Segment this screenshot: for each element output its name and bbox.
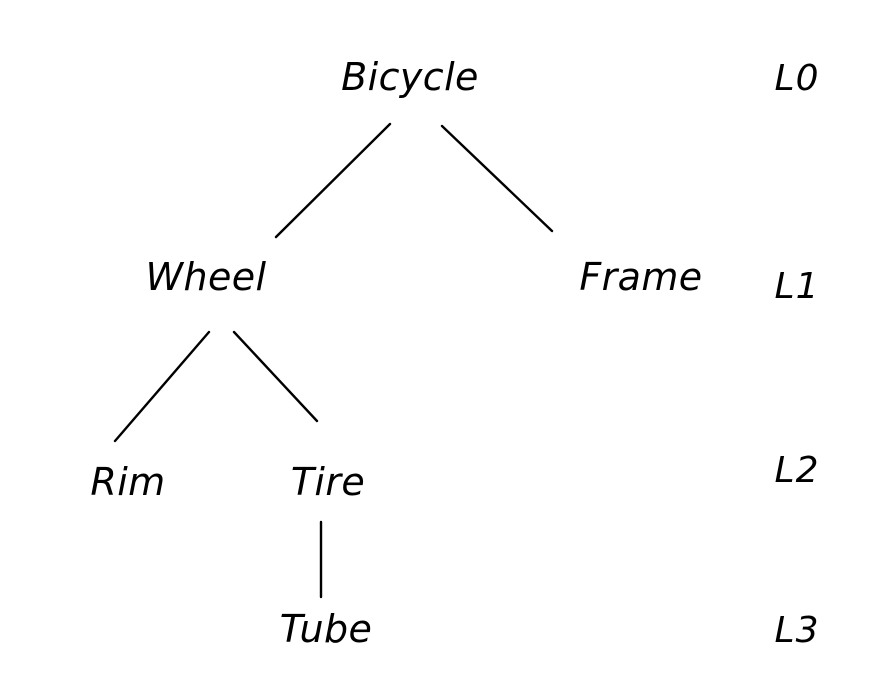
edges-group <box>113 122 554 599</box>
level-label-l0: L0 <box>775 58 820 99</box>
node-label-tube[interactable]: Tube <box>280 607 373 651</box>
node-label-bicycle[interactable]: Bicycle <box>341 55 479 99</box>
level-label-l2: L2 <box>775 450 820 491</box>
level-label-l3: L3 <box>775 610 820 651</box>
edge-wheel-tire <box>232 330 319 423</box>
node-label-tire[interactable]: Tire <box>291 460 365 504</box>
edge-wheel-rim <box>113 330 211 443</box>
node-label-rim[interactable]: Rim <box>90 460 165 504</box>
edge-bicycle-wheel <box>274 122 392 239</box>
node-label-frame[interactable]: Frame <box>579 255 702 299</box>
level-label-l1: L1 <box>775 266 820 307</box>
edge-bicycle-frame <box>440 124 554 233</box>
node-label-wheel[interactable]: Wheel <box>146 255 267 299</box>
